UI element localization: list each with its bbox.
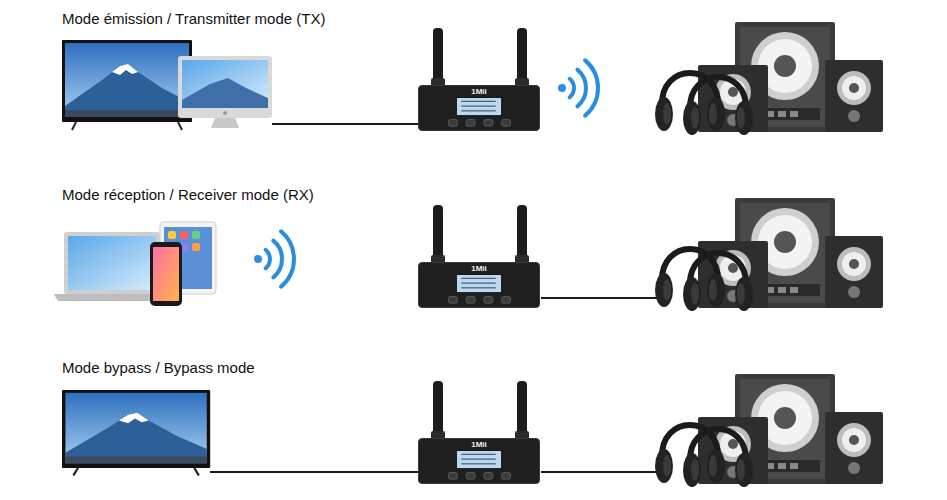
transmitter-box: 1Mii <box>418 85 540 131</box>
audio-cable <box>272 123 419 125</box>
desktop-monitor <box>178 56 272 128</box>
transmitter-box: 1Mii <box>418 262 540 308</box>
audio-cable <box>541 471 668 473</box>
audio-cable <box>210 471 419 473</box>
speakers-headphones <box>655 374 883 487</box>
antennas <box>431 28 529 88</box>
tv-set <box>62 390 210 476</box>
audio-cable <box>541 297 668 299</box>
speakers-headphones <box>655 198 883 311</box>
speakers-headphones <box>655 22 883 135</box>
mode-heading: Mode réception / Receiver mode (RX) <box>62 186 314 204</box>
smartphone <box>150 242 182 306</box>
antennas <box>431 381 529 441</box>
wireless-waves <box>558 60 598 115</box>
brand-logo: 1Mii <box>419 439 539 449</box>
wireless-waves <box>254 231 294 286</box>
mode-heading: Mode émission / Transmitter mode (TX) <box>62 10 325 28</box>
brand-logo: 1Mii <box>419 263 539 273</box>
brand-logo: 1Mii <box>419 86 539 96</box>
tv-set <box>62 40 192 130</box>
transmitter-box: 1Mii <box>418 438 540 484</box>
antennas <box>431 205 529 265</box>
mode-heading: Mode bypass / Bypass mode <box>62 359 255 377</box>
